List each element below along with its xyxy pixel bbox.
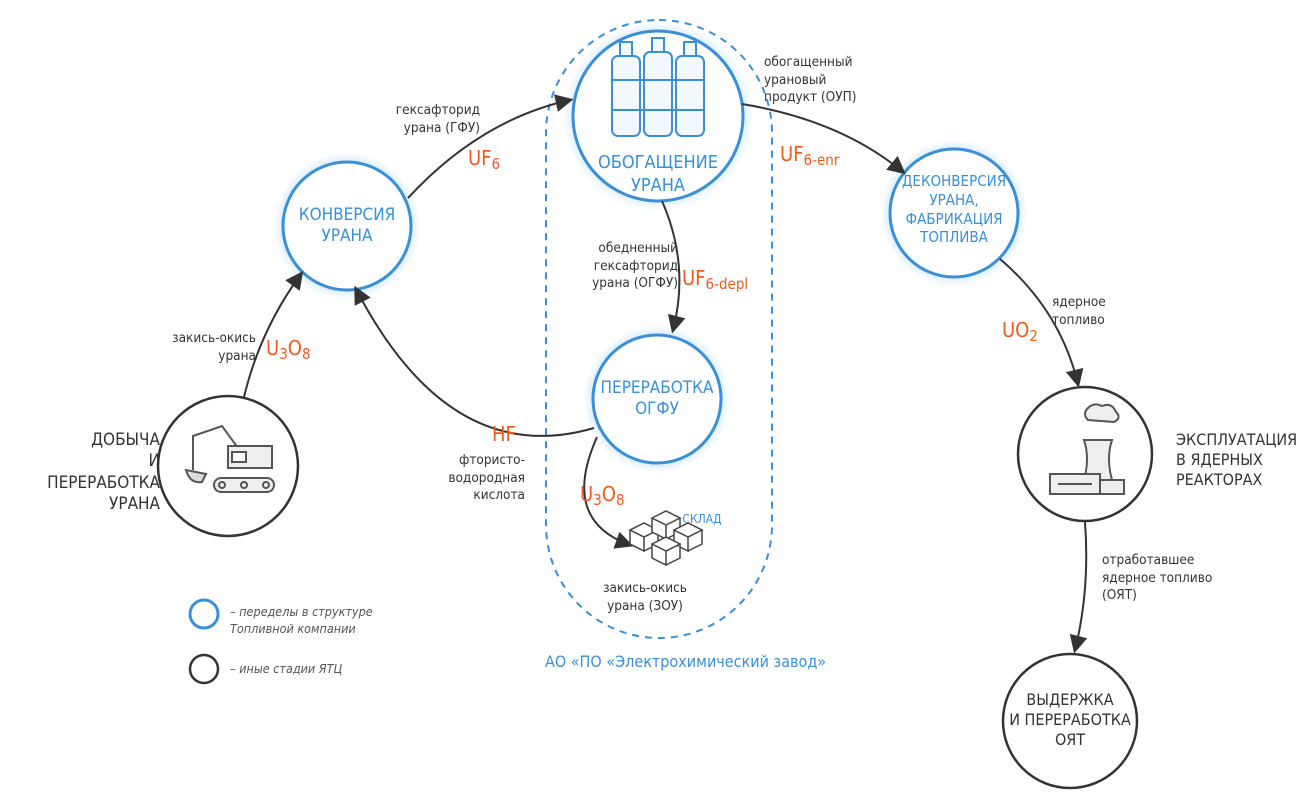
arrow-operation-to-storage xyxy=(1069,521,1088,654)
warehouse-boxes-icon xyxy=(628,510,704,567)
node-processing: ПЕРЕРАБОТКА ОГФУ xyxy=(600,378,714,420)
plant-boundary xyxy=(545,19,773,639)
formula-uo2: UO2 xyxy=(1002,318,1038,345)
warehouse-label: СКЛАД xyxy=(682,512,722,526)
formula-uf6-enr: UF6-enr xyxy=(780,142,840,169)
reactor-icon xyxy=(1049,403,1125,495)
legend-black-circle xyxy=(188,653,220,685)
legend-blue-text: – переделы в структуре Топливной компани… xyxy=(230,604,373,636)
flow-snf-desc: отработавшее ядерное топливо (ОЯТ) xyxy=(1102,552,1213,604)
formula-u3o8-store: U3O8 xyxy=(580,482,625,509)
formula-u3o8-mining: U3O8 xyxy=(266,336,311,363)
operation-circle xyxy=(1016,385,1154,523)
formula-hf: HF xyxy=(492,422,516,446)
flow-u3o8-mining-desc: закись-окись урана xyxy=(172,330,256,364)
arrow-deconversion-to-operation xyxy=(999,258,1084,388)
storage-circle xyxy=(1001,652,1139,790)
legend-black-text: – иные стадии ЯТЦ xyxy=(230,661,343,676)
conversion-circle xyxy=(281,160,413,292)
flow-uo2-desc: ядерное топливо xyxy=(1052,294,1106,328)
node-enrichment: ОБОГАЩЕНИЕ УРАНА xyxy=(597,152,719,196)
node-conversion: КОНВЕРСИЯ УРАНА xyxy=(298,205,396,247)
deconversion-circle xyxy=(888,147,1020,279)
cylinders-icon xyxy=(611,37,705,137)
node-mining: ДОБЫЧА И ПЕРЕРАБОТКА УРАНА xyxy=(47,430,160,514)
node-deconversion: ДЕКОНВЕРСИЯ УРАНА, ФАБРИКАЦИЯ ТОПЛИВА xyxy=(901,172,1007,247)
flow-uf6-enr-desc: обогащенный урановый продукт (ОУП) xyxy=(764,54,857,106)
arrow-enrichment-to-processing xyxy=(661,200,686,334)
flow-u3o8-store-desc: закись-окись урана (ЗОУ) xyxy=(603,580,687,614)
arrow-processing-to-warehouse xyxy=(583,436,634,549)
flow-uf6-depl-desc: обедненный гексафторид урана (ОГФУ) xyxy=(592,240,678,292)
arrow-conversion-to-enrichment xyxy=(407,94,574,199)
flow-hf-desc: фтористо- водородная кислота xyxy=(448,452,525,504)
arrow-mining-to-conversion xyxy=(243,271,304,398)
processing-circle xyxy=(591,333,723,465)
excavator-icon xyxy=(184,424,275,493)
arrow-processing-to-conversion xyxy=(354,285,595,437)
flow-uf6-desc: гексафторид урана (ГФУ) xyxy=(395,102,480,136)
formula-uf6: UF6 xyxy=(468,146,501,173)
legend-blue-circle xyxy=(188,598,220,630)
node-storage: ВЫДЕРЖКА И ПЕРЕРАБОТКА ОЯТ xyxy=(1009,690,1131,749)
formula-uf6-depl: UF6-depl xyxy=(682,266,749,293)
plant-label: АО «ПО «Электрохимический завод» xyxy=(545,652,827,671)
node-operation: ЭКСПЛУАТАЦИЯ В ЯДЕРНЫХ РЕАКТОРАХ xyxy=(1176,430,1298,489)
arrow-enrichment-to-deconversion xyxy=(741,103,906,175)
